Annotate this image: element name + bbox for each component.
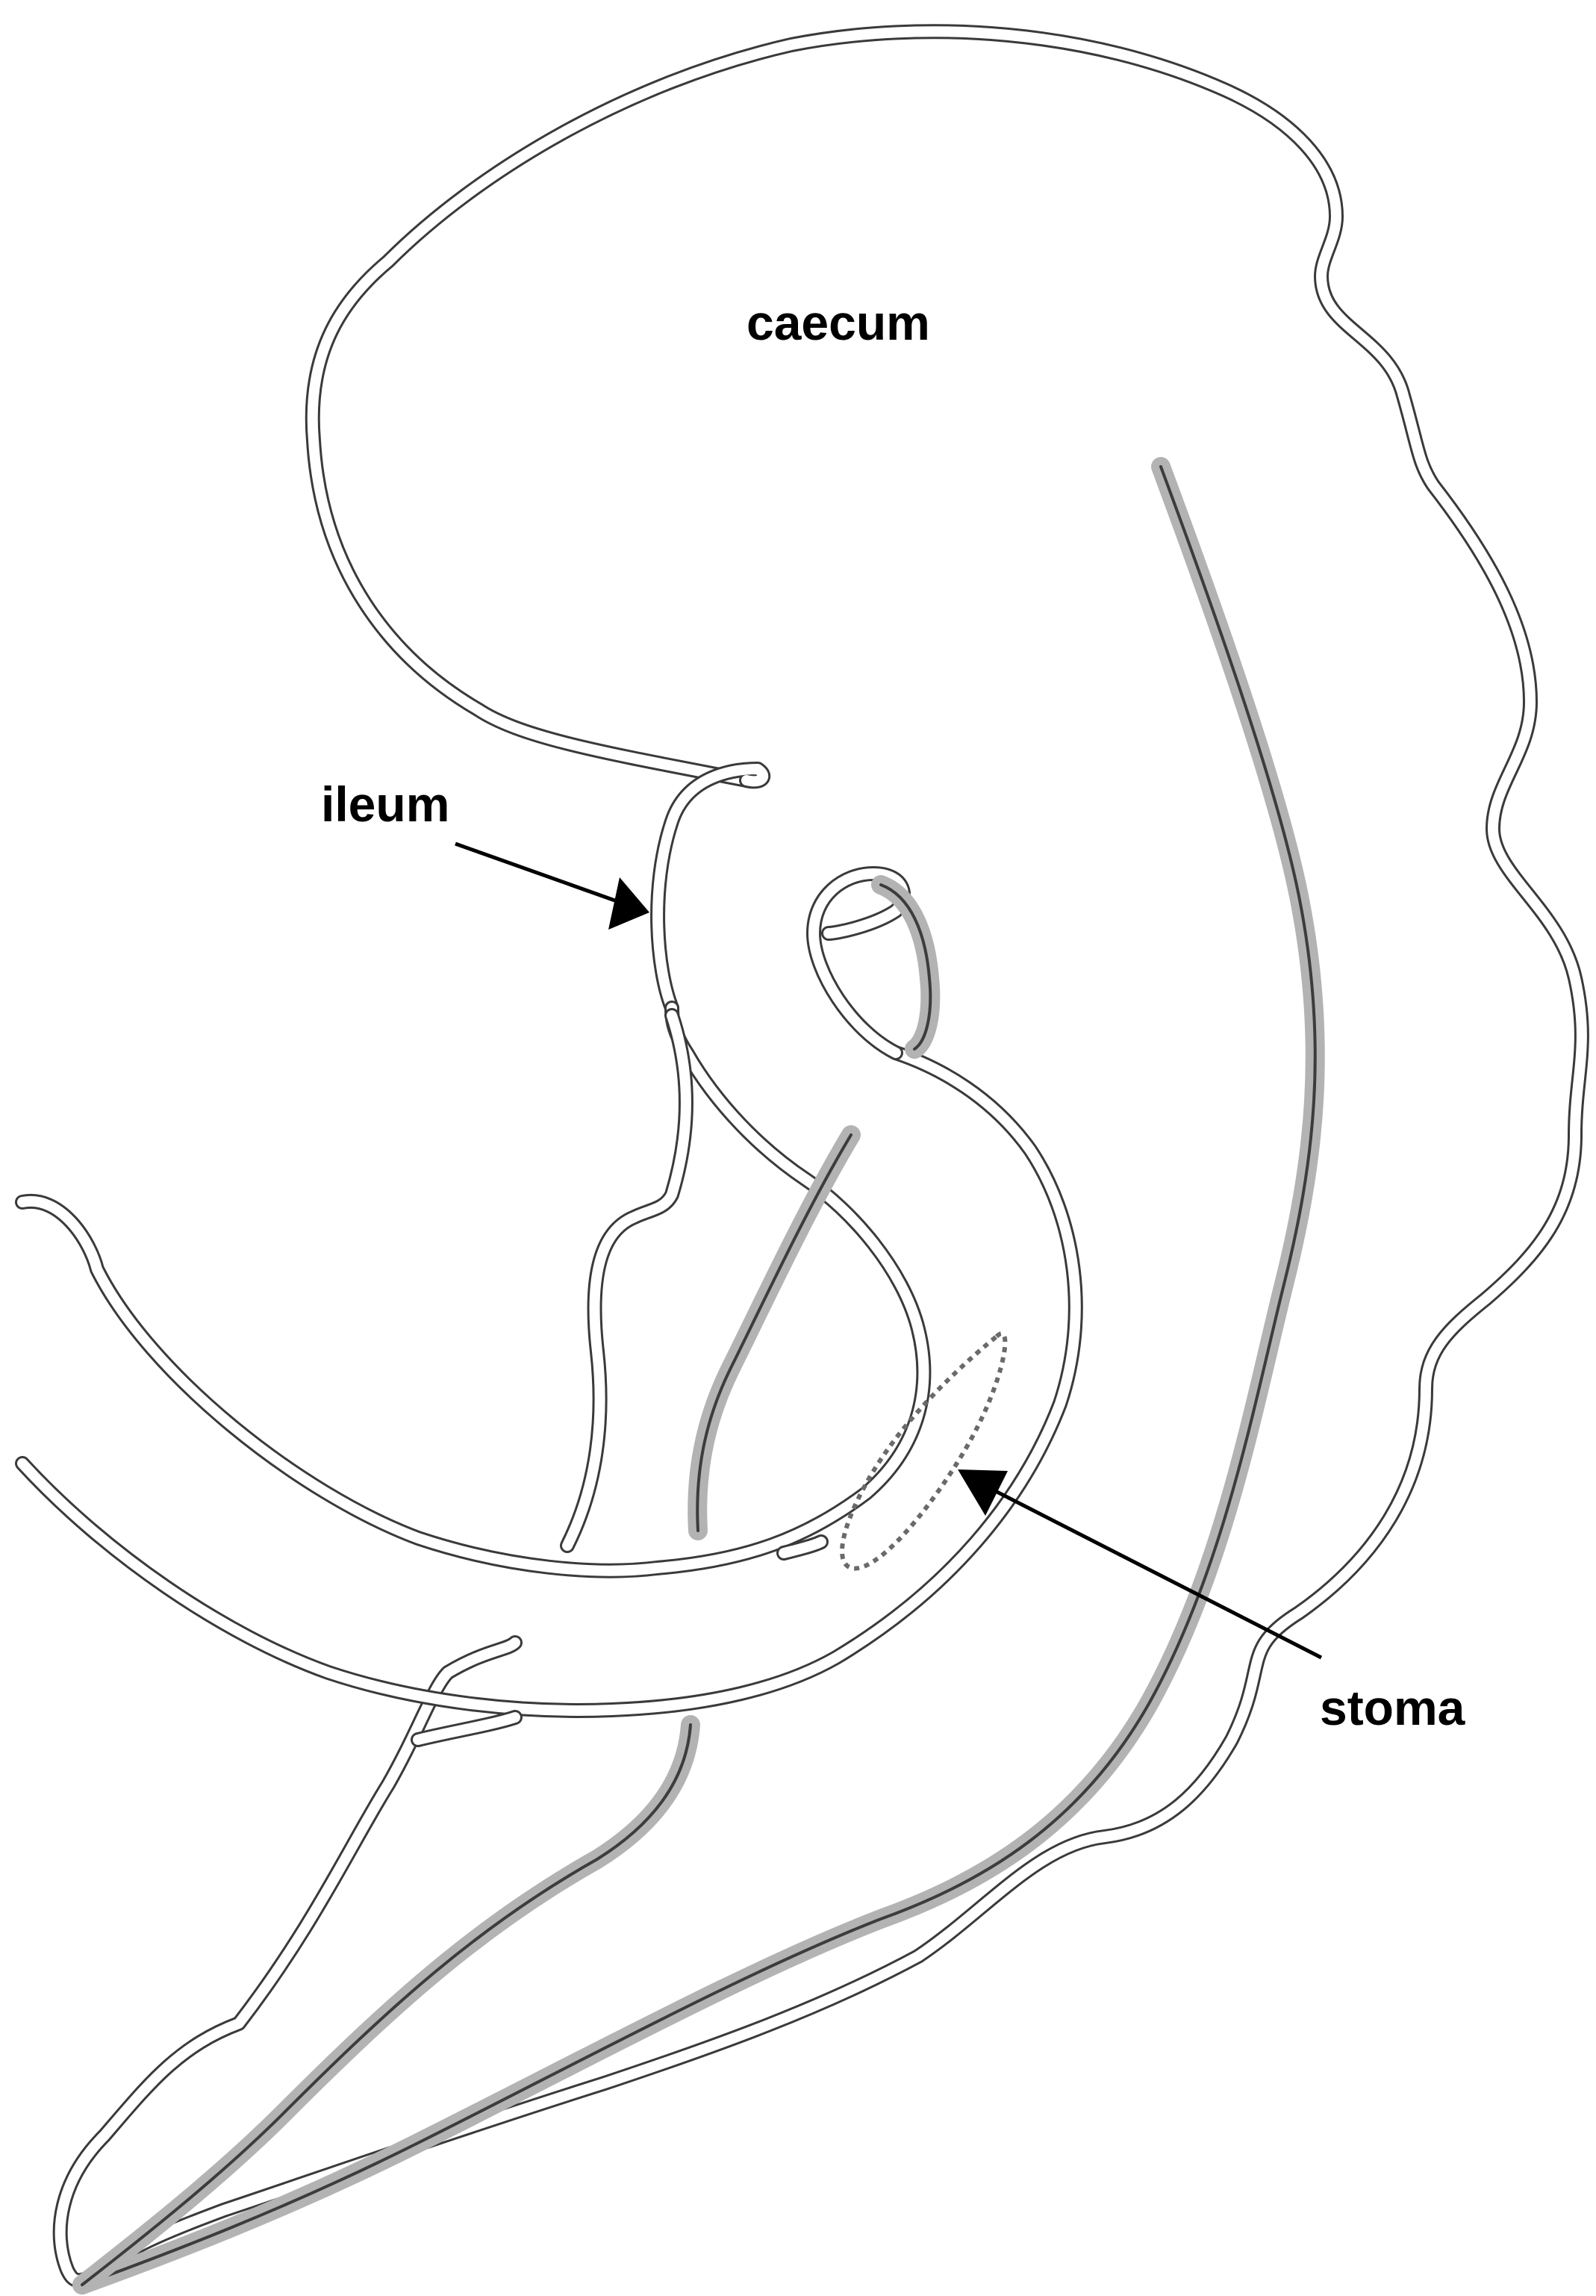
taenia-band-short (72, 1715, 700, 2295)
stoma-label: stoma (1320, 1680, 1466, 1735)
stoma-arrow (958, 1469, 1323, 1660)
appendix-loop (806, 866, 911, 1060)
caecum-label: caecum (746, 295, 930, 350)
taenia-band-long (72, 457, 1325, 2295)
inner-partition (560, 1008, 693, 1553)
caecum-body (52, 24, 1589, 2289)
taenia-band-inner (688, 1125, 861, 1540)
ileum-label: ileum (321, 777, 449, 832)
ileum-notch (650, 762, 771, 1015)
small-bowel-left (15, 1001, 1083, 1718)
stoma-opening (840, 1331, 1008, 1571)
ileum-arrow (455, 841, 649, 930)
bowel-connector (411, 1534, 829, 1747)
taenia-band-appendix (871, 875, 941, 1059)
